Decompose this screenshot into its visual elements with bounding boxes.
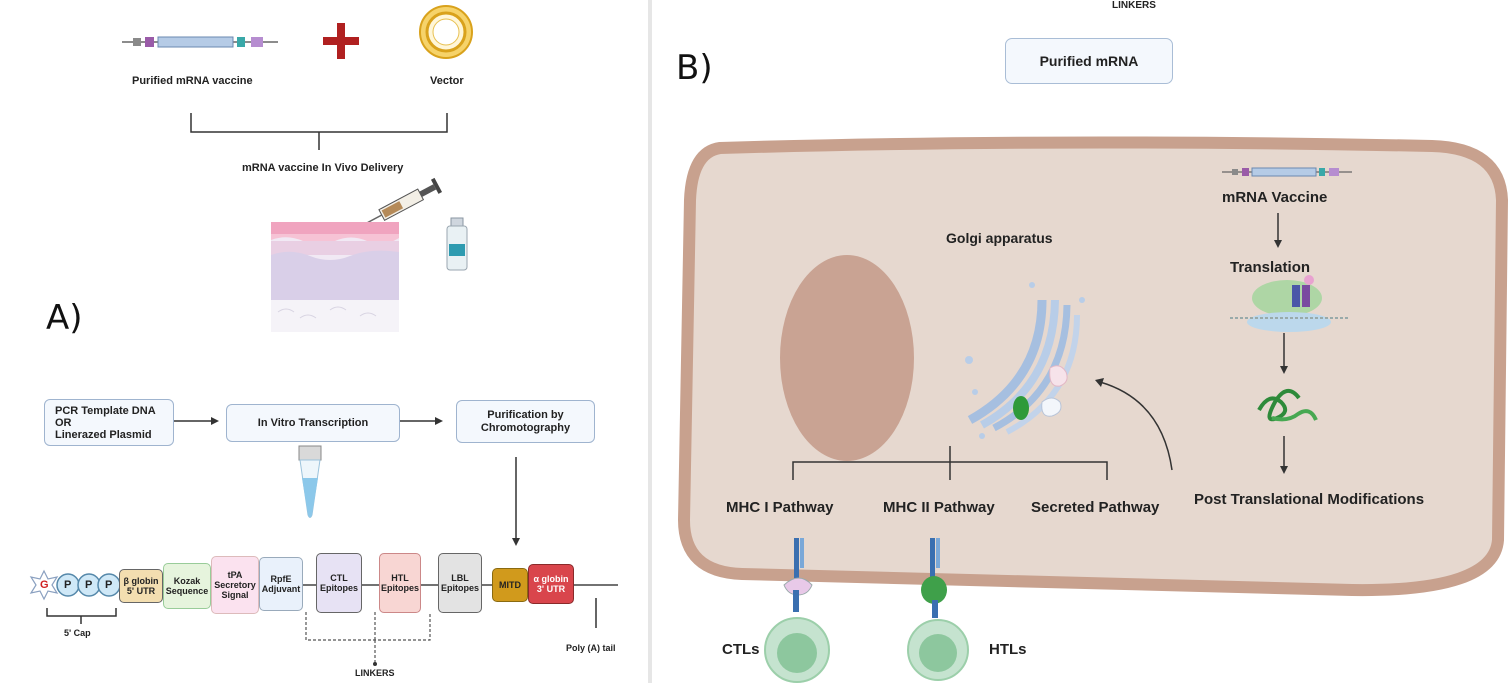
mrna-vaccine-label: mRNA Vaccine (1222, 189, 1328, 206)
cap-g-label: G (40, 579, 49, 591)
panel-a: A) Purified mRNA vaccine Vector mRNA vac… (0, 0, 648, 683)
vial-icon (446, 217, 468, 271)
linkers-label: LINKERS (355, 668, 395, 678)
htls-label: HTLs (989, 641, 1027, 658)
panel-b-graphics (677, 136, 1508, 683)
plus-icon (323, 23, 359, 59)
skin-tissue-illustration (271, 222, 399, 332)
ptm-label: Post Translational Modifications (1194, 491, 1425, 508)
translation-label: Translation (1230, 259, 1311, 276)
vector-plasmid-icon (419, 5, 473, 59)
purified-mrna-box: Purified mRNA (1005, 38, 1173, 84)
purified-vaccine-label: Purified mRNA vaccine (132, 75, 253, 87)
cap-label: 5' Cap (64, 628, 91, 638)
golgi-label: Golgi apparatus (946, 230, 1053, 246)
panel-a-letter: A) (46, 298, 83, 338)
purified-mrna-label: Purified mRNA (1039, 53, 1139, 69)
template-dna-box: PCR Template DNA OR Linerazed Plasmid (44, 399, 174, 446)
polya-label: Poly (A) tail (566, 643, 616, 653)
panel-divider (648, 0, 652, 683)
vesicle-pink (1049, 365, 1068, 387)
segment-mitd: MITD (492, 568, 528, 602)
nucleus (780, 255, 914, 461)
p-label-2: P (85, 579, 93, 591)
panel-b-letter: B) (676, 48, 713, 88)
p-label-3: P (105, 579, 113, 591)
mhc1-pathway-label: MHC I Pathway (726, 499, 834, 516)
ivt-box: In Vitro Transcription (226, 404, 400, 442)
vesicle-white (1041, 397, 1062, 417)
secreted-pathway-label: Secreted Pathway (1031, 499, 1160, 516)
ctls-label: CTLs (722, 641, 760, 658)
cap-bracket (46, 608, 117, 617)
vesicle-green (1013, 396, 1029, 420)
purif-line-1: Purification by (487, 408, 564, 421)
purification-box: Purification by Chromotography (456, 400, 595, 443)
join-bracket (190, 113, 448, 150)
ctl-cell-icon (764, 617, 830, 683)
linkers-top-label: LINKERS (1112, 0, 1156, 11)
mhc1-receptor-icon (783, 538, 813, 612)
panel-b: B) LINKERS Purified mRNA Golgi apparatus… (652, 0, 1508, 683)
ribosome-icon (1230, 275, 1348, 332)
mrna-construct-icon (122, 36, 278, 48)
mhc2-receptor-icon (921, 538, 947, 618)
template-line-2: OR (55, 416, 72, 429)
translation-arrows (1274, 213, 1288, 474)
template-line-1: PCR Template DNA (55, 404, 156, 417)
curved-arrow (1099, 381, 1173, 471)
test-tube-icon (298, 445, 322, 518)
mhc2-pathway-label: MHC II Pathway (883, 499, 995, 516)
panel-a-graphics (29, 5, 618, 666)
ivt-label: In Vitro Transcription (257, 417, 369, 429)
vector-label: Vector (430, 75, 464, 87)
folded-protein-icon (1257, 389, 1318, 422)
mrna-small-icon (1222, 167, 1352, 177)
golgi-apparatus-icon (965, 282, 1085, 439)
delivery-label: mRNA vaccine In Vivo Delivery (242, 162, 404, 174)
cell-membrane (677, 136, 1508, 597)
purif-line-2: Chromotography (480, 421, 571, 434)
cap-star-icon (29, 569, 59, 601)
p-label-1: P (64, 579, 72, 591)
template-line-3: Linerazed Plasmid (55, 428, 152, 441)
linkers-bracket (305, 612, 431, 666)
htl-cell-icon (907, 619, 969, 681)
flow-arrows (174, 417, 520, 546)
